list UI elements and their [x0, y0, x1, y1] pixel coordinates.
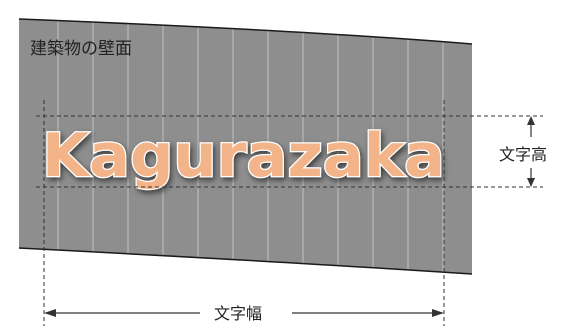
width-dimension: [44, 309, 444, 317]
height-arrowhead-down: [527, 178, 535, 187]
building-wall: [18, 18, 473, 275]
wall-label: 建築物の壁面: [30, 39, 132, 59]
height-label: 文字高: [499, 145, 547, 164]
dimension-guides: [36, 100, 543, 326]
sign-lettering: Kagurazaka: [42, 121, 445, 191]
height-dimension: [527, 116, 535, 187]
width-arrowhead-right: [432, 309, 444, 317]
height-arrowhead-up: [527, 116, 535, 125]
wall-surface: [19, 19, 472, 274]
wall-panel-lines: [57, 19, 444, 274]
wall-bottom-edge: [18, 247, 473, 275]
width-label: 文字幅: [214, 304, 262, 323]
wall-top-edge: [18, 18, 473, 45]
width-arrowhead-left: [44, 309, 56, 317]
